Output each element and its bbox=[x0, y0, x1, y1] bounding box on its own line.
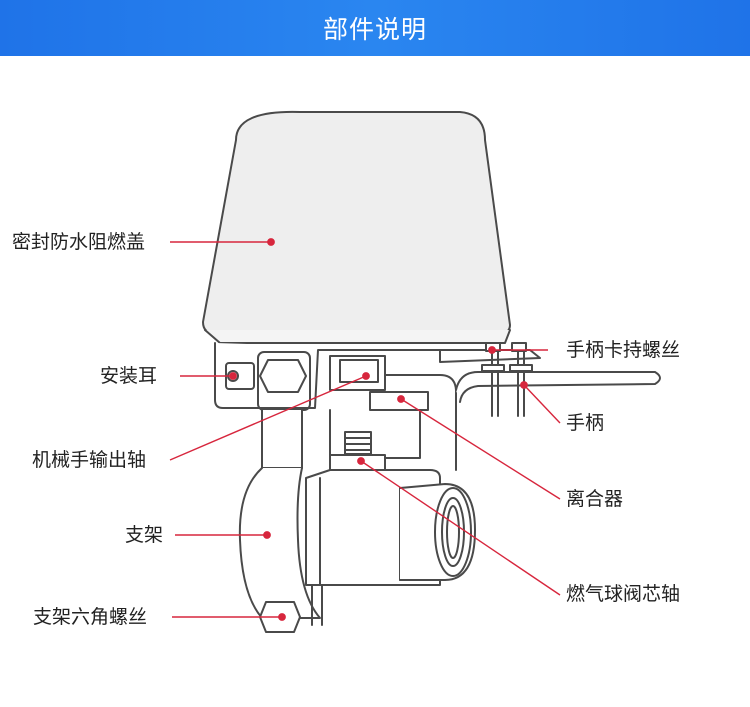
label-bracket: 支架 bbox=[125, 524, 164, 546]
leader-handle bbox=[523, 384, 561, 424]
parts-diagram: 密封防水阻燃盖 安装耳 机械手输出轴 支架 支架六角螺丝 手柄卡持螺丝 手柄 离… bbox=[0, 56, 750, 707]
leader-shaft bbox=[169, 375, 367, 461]
cap-rim bbox=[204, 329, 511, 344]
page-title: 部件说明 bbox=[322, 15, 427, 44]
label-clutch: 离合器 bbox=[566, 488, 624, 510]
label-ear: 安装耳 bbox=[100, 365, 158, 387]
label-valve-core: 燃气球阀芯轴 bbox=[566, 583, 681, 605]
valve-drawing bbox=[169, 110, 661, 633]
cap-shape bbox=[202, 110, 511, 335]
label-bracket-screw: 支架六角螺丝 bbox=[33, 606, 148, 628]
label-handle-screw: 手柄卡持螺丝 bbox=[566, 339, 681, 361]
page-header: 部件说明 bbox=[0, 0, 750, 56]
label-handle: 手柄 bbox=[566, 412, 605, 434]
ear-nut bbox=[259, 359, 307, 393]
leader-clutch bbox=[400, 398, 561, 500]
label-cap: 密封防水阻燃盖 bbox=[12, 231, 146, 253]
label-shaft: 机械手输出轴 bbox=[32, 449, 147, 471]
leader-valve-core bbox=[360, 460, 561, 596]
